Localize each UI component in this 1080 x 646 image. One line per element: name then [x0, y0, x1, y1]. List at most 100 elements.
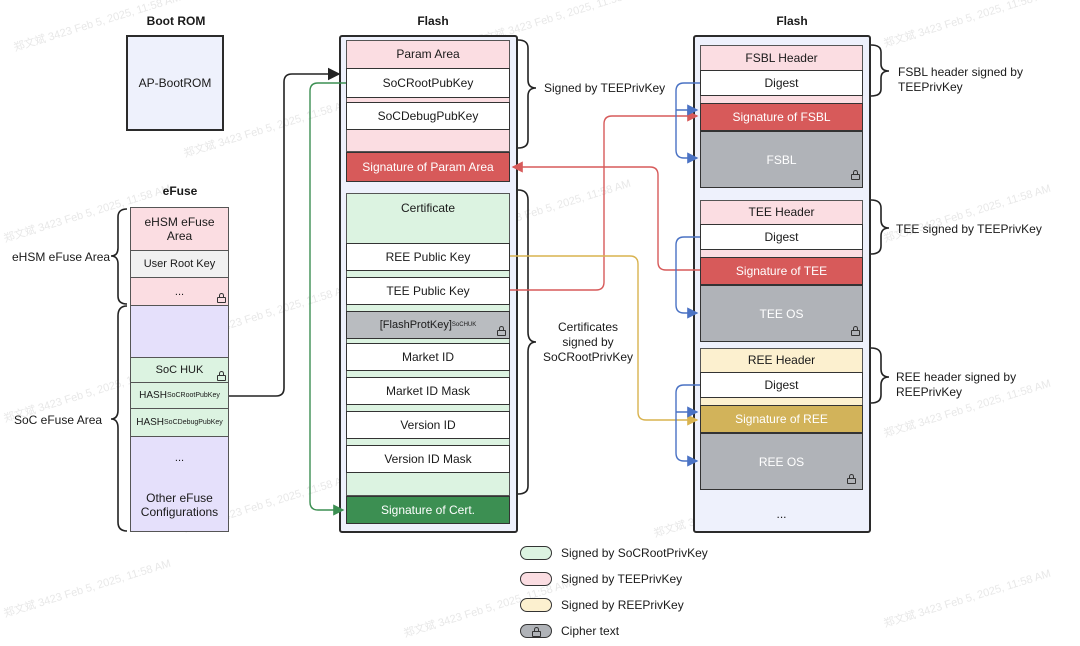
signature-param-area-cell: Signature of Param Area	[346, 152, 510, 182]
signed-by-tee-label: Signed by TEEPrivKey	[544, 81, 666, 95]
legend-swatch-pink	[520, 572, 552, 586]
signature-ree-text: Signature of REE	[735, 412, 828, 426]
ree-header-cell: REE Header	[700, 348, 863, 372]
soc-root-pubkey-text: SoCRootPubKey	[382, 76, 474, 90]
sigtee-to-sigparam-arrow	[511, 161, 700, 271]
ree-public-key-cell: REE Public Key	[346, 243, 510, 271]
soc-huk-cell: SoC HUK	[131, 357, 228, 383]
lock-icon	[217, 371, 226, 381]
legend-label: Cipher text	[561, 624, 620, 638]
tee-os-text: TEE OS	[759, 306, 804, 321]
ree-public-key-text: REE Public Key	[385, 250, 471, 264]
boot-rom-title: Boot ROM	[146, 14, 206, 28]
version-id-text: Version ID	[400, 418, 456, 432]
user-root-key-text: User Root Key	[143, 258, 216, 270]
flash-prot-key-main: [FlashProtKey]	[379, 319, 452, 331]
version-id-cell: Version ID	[346, 411, 510, 439]
ree-os-cell: REE OS	[700, 433, 863, 490]
soc-debug-pubkey-cell: SoCDebugPubKey	[346, 102, 510, 130]
ree-os-text: REE OS	[758, 454, 805, 469]
fsbl-header-text: FSBL Header	[745, 50, 818, 65]
legend-label: Signed by SoCRootPrivKey	[561, 546, 708, 560]
hash-to-rootpubkey-arrow	[229, 67, 341, 397]
ap-bootrom-label: AP-BootROM	[138, 76, 212, 90]
signature-tee-cell: Signature of TEE	[700, 257, 863, 285]
signature-cert-text: Signature of Cert.	[380, 503, 476, 517]
reepubkey-to-sigree-arrow	[510, 255, 699, 426]
ap-bootrom-box: AP-BootROM	[126, 35, 224, 131]
other-efuse-config-text: Other eFuse Configurations	[140, 491, 219, 519]
legend-swatch-green	[520, 546, 552, 560]
signature-cert-cell: Signature of Cert.	[346, 496, 510, 524]
efuse-column	[130, 207, 229, 532]
hash-root-sub: SoCRootPubKey	[166, 391, 220, 399]
tee-digest-cell: Digest	[700, 224, 863, 250]
ree-digest-text: Digest	[764, 378, 799, 392]
lock-icon	[532, 627, 541, 637]
fsbl-digest-cell: Digest	[700, 70, 863, 96]
signature-fsbl-text: Signature of FSBL	[732, 110, 831, 124]
efuse-title: eFuse	[162, 184, 198, 198]
signature-ree-cell: Signature of REE	[700, 405, 863, 433]
teepubkey-to-sigfsbl-arrow	[510, 110, 699, 291]
tee-digest-arrow-up	[675, 236, 700, 319]
lock-icon	[851, 170, 860, 180]
hash-debug-sub: SoCDebugPubKey	[164, 418, 223, 426]
ree-brace-label: REE header signed by REEPrivKey	[896, 370, 1017, 399]
fsbl-digest-text: Digest	[764, 76, 799, 90]
soc-ellipsis-text: ...	[174, 452, 185, 464]
market-id-text: Market ID	[401, 350, 454, 364]
ehsm-efuse-area-label: eHSM eFuse Area	[12, 250, 111, 264]
brace-tee	[870, 199, 890, 255]
rootpubkey-to-sigcert-arrow	[309, 82, 346, 516]
certificate-label: Certificate	[346, 193, 510, 223]
soc-efuse-top-cell	[131, 305, 228, 357]
brace-ree	[870, 347, 890, 404]
soc-debug-pubkey-text: SoCDebugPubKey	[377, 109, 479, 123]
hash-debug-main: HASH	[136, 416, 165, 428]
ehsm-ellipsis-cell: ...	[131, 278, 228, 305]
tee-public-key-text: TEE Public Key	[386, 284, 470, 298]
soc-huk-text: SoC HUK	[155, 364, 204, 376]
ree-digest-cell: Digest	[700, 372, 863, 398]
ree-digest-arrow-up	[675, 384, 700, 467]
brace-ehsm	[110, 208, 128, 305]
fsbl-header-cell: FSBL Header	[700, 45, 863, 70]
market-id-cell: Market ID	[346, 343, 510, 371]
ehsm-efuse-area-cell: eHSM eFuse Area	[131, 208, 228, 250]
version-id-mask-cell: Version ID Mask	[346, 445, 510, 473]
lock-icon	[851, 326, 860, 336]
brace-param	[517, 39, 537, 149]
legend-label: Signed by REEPrivKey	[561, 598, 684, 612]
signature-tee-text: Signature of TEE	[735, 264, 828, 278]
hash-root-main: HASH	[139, 389, 167, 401]
certs-signed-label: Certificates signed by SoCRootPrivKey	[542, 320, 634, 364]
fsbl-digest-arrow-up	[675, 82, 700, 164]
flash-right-ellipsis: ...	[700, 505, 863, 523]
other-efuse-config-cell: Other eFuse Configurations	[131, 479, 228, 531]
brace-soc	[110, 305, 128, 532]
flash-right-title: Flash	[776, 14, 808, 28]
param-area-label: Param Area	[346, 40, 510, 68]
lock-icon	[847, 474, 856, 484]
market-id-mask-cell: Market ID Mask	[346, 377, 510, 405]
legend-label: Signed by TEEPrivKey	[561, 572, 683, 586]
fsbl-text: FSBL	[766, 152, 797, 167]
signature-param-area-text: Signature of Param Area	[362, 160, 494, 174]
tee-header-text: TEE Header	[748, 205, 815, 219]
fsbl-brace-label: FSBL header signed by TEEPrivKey	[898, 65, 1023, 94]
soc-root-pubkey-cell: SoCRootPubKey	[346, 68, 510, 98]
lock-icon	[217, 293, 226, 303]
tee-digest-text: Digest	[764, 230, 799, 244]
tee-public-key-cell: TEE Public Key	[346, 277, 510, 305]
soc-ellipsis-cell: ...	[131, 437, 228, 479]
certificate-text: Certificate	[400, 201, 456, 215]
flash-middle-title: Flash	[417, 14, 449, 28]
tee-header-cell: TEE Header	[700, 200, 863, 224]
param-area-text: Param Area	[396, 47, 460, 61]
lock-icon	[497, 326, 506, 336]
brace-fsbl	[870, 44, 890, 97]
